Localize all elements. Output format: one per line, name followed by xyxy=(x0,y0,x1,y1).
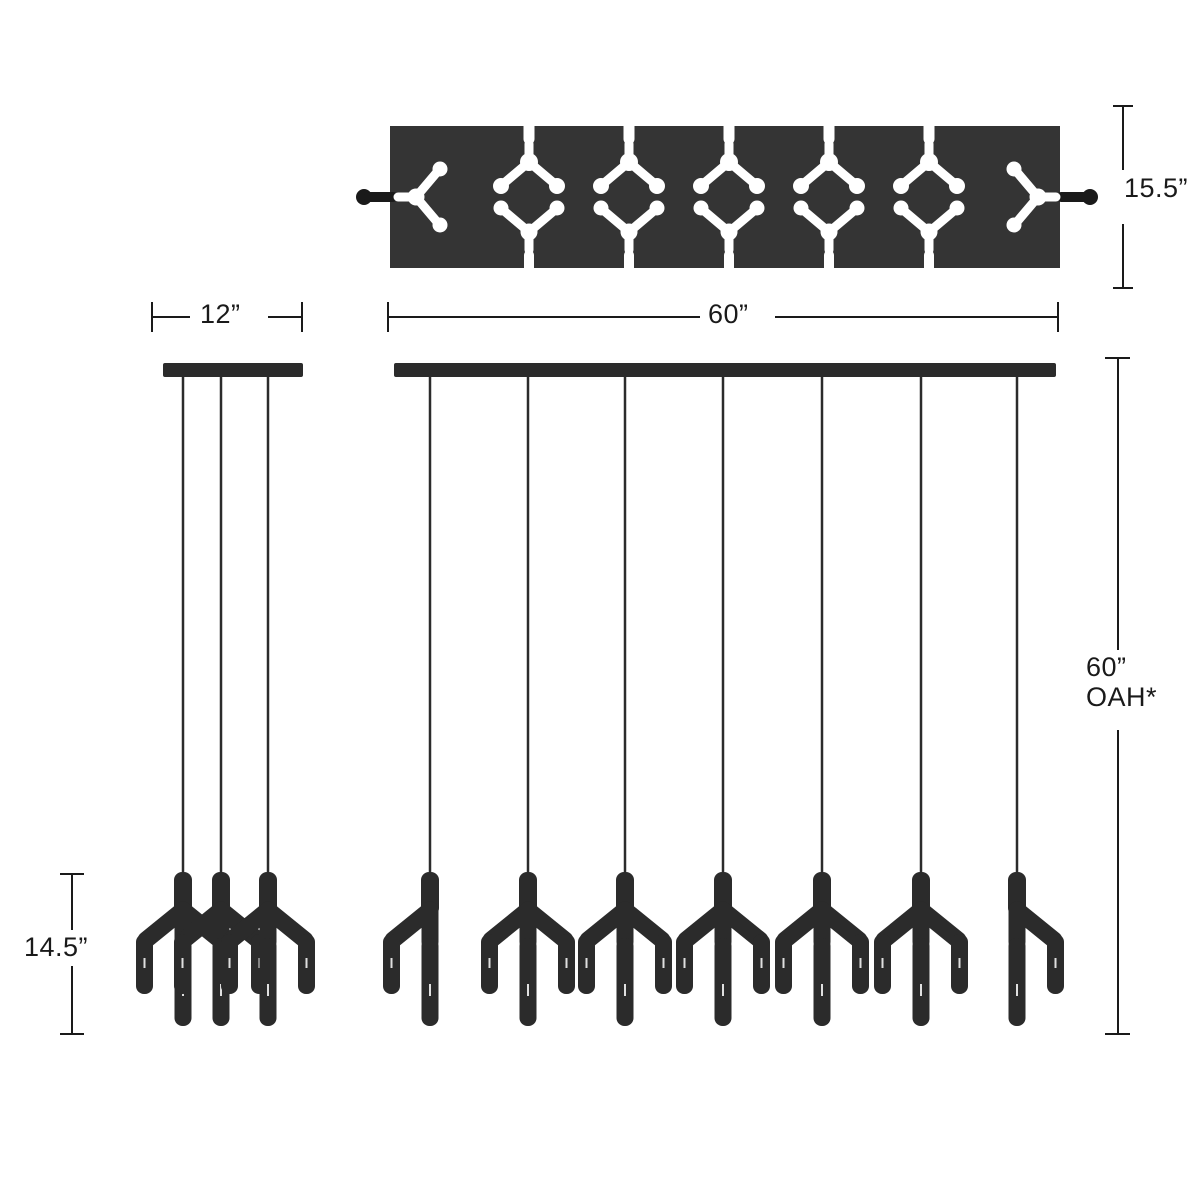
dimension-line-width-12 xyxy=(151,302,303,332)
dimension-line-oah xyxy=(1105,357,1130,1035)
top-plan-view xyxy=(356,101,1098,292)
side-elevation-narrow xyxy=(136,363,315,1026)
dimension-line-canopy-depth xyxy=(1113,105,1133,289)
dimension-label-width-12: 12” xyxy=(200,299,241,329)
dimension-label-canopy-depth: 15.5” xyxy=(1124,173,1189,203)
dimension-label-fixture-height: 14.5” xyxy=(24,932,89,962)
dimension-line-width-60 xyxy=(387,302,1059,332)
dimension-label-overall-height: 60” OAH* xyxy=(1086,652,1158,713)
dimension-label-width-60: 60” xyxy=(708,299,749,329)
side-elevation-wide xyxy=(383,363,1064,1026)
dimension-line-fixture-height xyxy=(60,873,84,1035)
